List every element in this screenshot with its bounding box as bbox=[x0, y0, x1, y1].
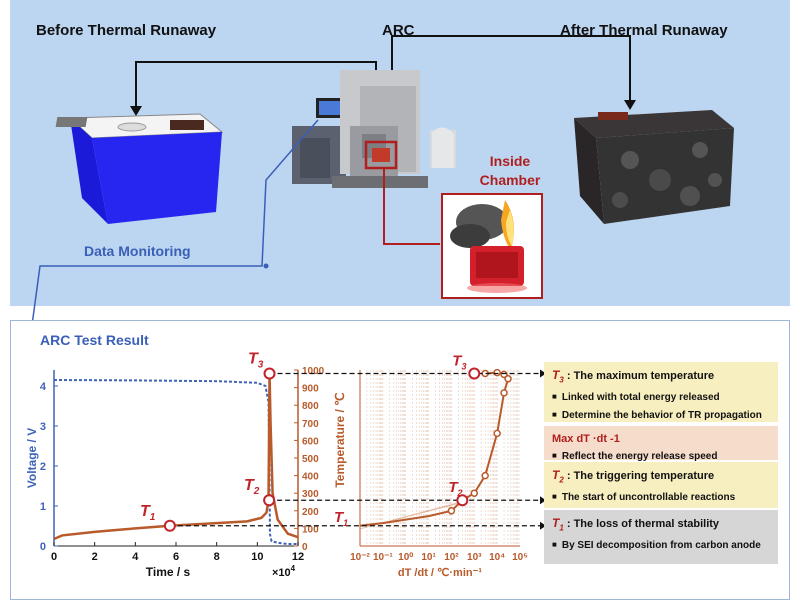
arc-test-result-title: ARC Test Result bbox=[40, 332, 149, 348]
fire-illustration bbox=[450, 200, 527, 293]
time-tick-label: 0 bbox=[51, 551, 57, 563]
voltage-axis-label: Voltage / V bbox=[25, 428, 39, 488]
rate-tick-label: 10⁻² bbox=[350, 552, 370, 563]
data-monitoring-label: Data Monitoring bbox=[84, 243, 191, 259]
burned-battery bbox=[574, 110, 734, 224]
note-symbol: T3 bbox=[552, 368, 564, 385]
voltage-tick-label: 0 bbox=[40, 541, 46, 553]
after-arrow bbox=[624, 100, 636, 110]
rate-axis-label: dT /dt / ℃·min⁻¹ bbox=[398, 567, 482, 579]
note-title-text: : The triggering temperature bbox=[563, 470, 715, 482]
t2-marker bbox=[263, 494, 276, 507]
note-title-text: : The maximum temperature bbox=[563, 370, 715, 382]
note-bullet: The start of uncontrollable reactions bbox=[552, 489, 770, 507]
note-bullet: By SEI decomposition from carbon anode bbox=[552, 537, 770, 555]
chamber-connector bbox=[383, 168, 440, 245]
t3-rate-label: T3 bbox=[452, 353, 466, 372]
t1-label: T1 bbox=[140, 503, 156, 523]
rate-point bbox=[500, 370, 508, 379]
t3-arrow bbox=[540, 369, 546, 378]
note-title-text: Max dT ·dt -1 bbox=[552, 433, 620, 445]
time-multiplier-label: ×104 bbox=[272, 564, 296, 579]
chamber-highlight bbox=[364, 140, 398, 170]
temperature-tick-label: 200 bbox=[302, 507, 319, 518]
note-box: T2 : The triggering temperatureThe start… bbox=[544, 462, 778, 508]
t3-label: T3 bbox=[248, 351, 264, 371]
time-tick-label: 10 bbox=[251, 551, 263, 563]
arc-label: ARC bbox=[382, 22, 415, 39]
t2-arrow bbox=[540, 496, 546, 505]
rate-point bbox=[481, 471, 489, 480]
note-title-text: : The loss of thermal stability bbox=[563, 518, 720, 530]
note-title: Max dT ·dt -1 bbox=[552, 430, 770, 448]
note-bullet: Determine the behavior of TR propagation bbox=[552, 407, 770, 425]
time-tick-label: 2 bbox=[92, 551, 98, 563]
t3-rate-marker bbox=[468, 367, 481, 380]
temperature-tick-label: 600 bbox=[302, 436, 319, 447]
note-symbol: T1 bbox=[552, 516, 564, 533]
note-title: T1 : The loss of thermal stability bbox=[552, 514, 770, 537]
t2-label: T2 bbox=[244, 477, 260, 497]
temperature-tick-label: 1000 bbox=[302, 366, 325, 377]
note-bullet: Linked with total energy released bbox=[552, 389, 770, 407]
temperature-tick-label: 0 bbox=[302, 542, 308, 553]
rate-band bbox=[360, 501, 463, 530]
voltage-tick-label: 4 bbox=[40, 381, 47, 393]
rate-point bbox=[500, 389, 508, 397]
note-title: T3 : The maximum temperature bbox=[552, 366, 770, 389]
temperature-tick-label: 800 bbox=[302, 401, 319, 412]
note-box: T1 : The loss of thermal stabilityBy SEI… bbox=[544, 510, 778, 564]
voltage-series bbox=[53, 379, 298, 545]
arc-machine bbox=[292, 70, 456, 188]
fresh-battery bbox=[55, 113, 224, 224]
rate-tick-label: 10¹ bbox=[421, 552, 436, 563]
temperature-tick-label: 300 bbox=[302, 489, 319, 500]
temperature-tick-label: 900 bbox=[302, 384, 319, 395]
temperature-tick-label: 500 bbox=[302, 454, 319, 465]
voltage-tick-label: 2 bbox=[40, 461, 46, 473]
note-symbol: T2 bbox=[552, 468, 564, 485]
note-box: T3 : The maximum temperatureLinked with … bbox=[544, 362, 778, 422]
t2-rate-marker bbox=[456, 494, 469, 507]
note-box: Max dT ·dt -1Reflect the energy release … bbox=[544, 426, 778, 462]
before-thermal-runaway-label: Before Thermal Runaway bbox=[36, 22, 217, 39]
voltage-tick-label: 1 bbox=[40, 501, 46, 513]
rate-series bbox=[359, 371, 510, 527]
temperature-tick-label: 400 bbox=[302, 472, 319, 483]
rate-tick-label: 10⁻¹ bbox=[373, 552, 393, 563]
data-monitoring-connector bbox=[31, 119, 319, 320]
rate-tick-label: 10⁴ bbox=[489, 552, 505, 563]
inside-chamber-label: Inside Chamber bbox=[479, 153, 541, 188]
time-axis-label: Time / s bbox=[146, 565, 191, 579]
after-thermal-runaway-label: After Thermal Runaway bbox=[560, 22, 728, 39]
top-illustration bbox=[31, 35, 734, 320]
rate-point bbox=[493, 429, 501, 438]
rate-tick-label: 10⁰ bbox=[398, 552, 413, 563]
t3-marker bbox=[263, 367, 276, 380]
rate-tick-label: 10³ bbox=[467, 552, 482, 563]
temperature-axis-label: Temperature / ℃ bbox=[333, 392, 347, 487]
rate-tick-label: 10⁵ bbox=[512, 552, 528, 563]
before-arrow bbox=[130, 106, 142, 116]
t1-rate-label: T1 bbox=[334, 509, 348, 528]
time-tick-label: 4 bbox=[132, 551, 139, 563]
note-bullet: Reflect the energy release speed bbox=[552, 448, 770, 466]
temperature-series bbox=[53, 373, 299, 541]
rate-point bbox=[447, 507, 456, 515]
rate-point bbox=[470, 489, 479, 497]
note-title: T2 : The triggering temperature bbox=[552, 466, 770, 489]
t1-marker bbox=[163, 519, 176, 532]
temperature-tick-label: 700 bbox=[302, 419, 319, 430]
time-tick-label: 6 bbox=[173, 551, 179, 563]
temperature-tick-label: 100 bbox=[302, 524, 319, 535]
rate-point bbox=[493, 368, 501, 377]
voltage-tick-label: 3 bbox=[40, 421, 46, 433]
rate-point bbox=[504, 375, 512, 383]
time-tick-label: 12 bbox=[292, 551, 304, 563]
rate-tick-label: 10² bbox=[444, 552, 459, 563]
time-tick-label: 8 bbox=[214, 551, 220, 563]
t1-arrow bbox=[540, 521, 546, 530]
